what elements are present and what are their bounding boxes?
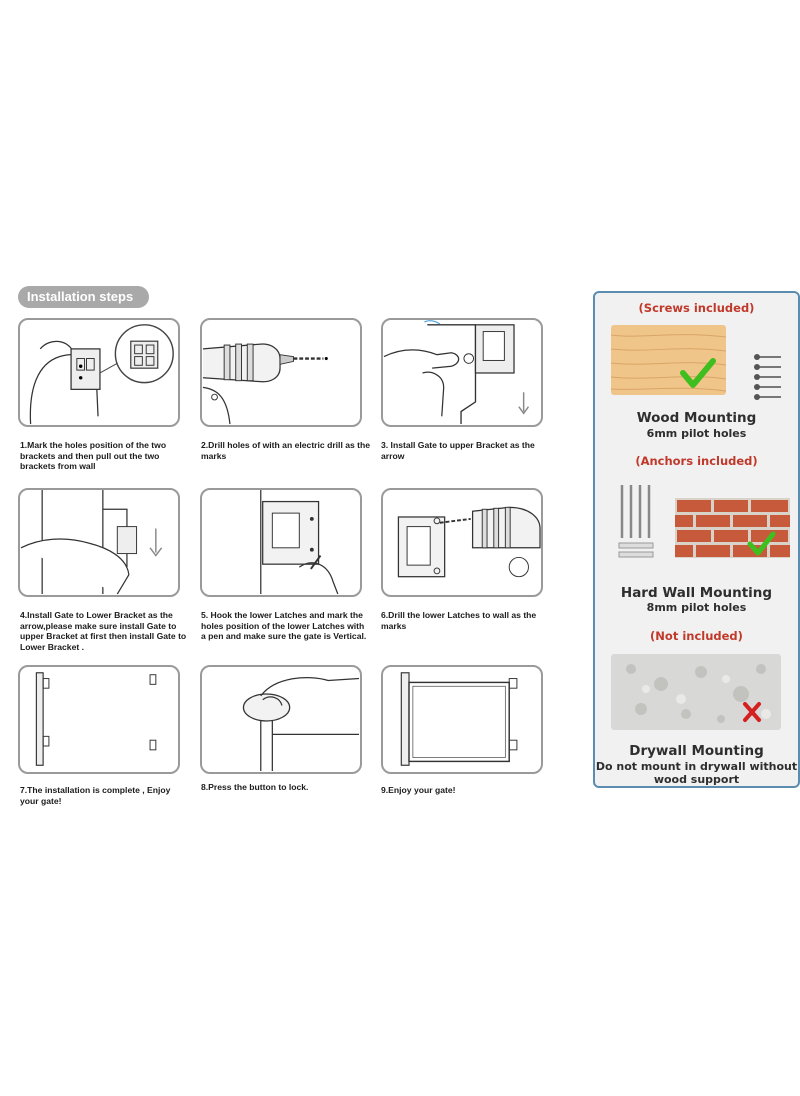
upper-bracket-icon (383, 320, 530, 425)
drywall-image (611, 654, 781, 730)
step-7-illustration (18, 665, 180, 774)
wood-panel-image (611, 325, 726, 395)
step-4-illustration (18, 488, 180, 597)
mark-holes-icon (29, 324, 174, 425)
screws-icon (754, 354, 781, 400)
brick-wall-image (675, 498, 790, 558)
mounting-options-panel: (Screws included) Wood Mounting 6mm pilo… (593, 291, 800, 788)
step-9-text: 9.Enjoy your gate! (381, 785, 456, 795)
anchors-icon (618, 485, 654, 558)
drill-latch-icon (397, 506, 541, 578)
hook-latch-icon (260, 490, 339, 595)
hard-wall-mounting-sub: 8mm pilot holes (646, 601, 747, 614)
lower-bracket-icon (20, 490, 163, 595)
step-1-text: 1.Mark the holes position of the two bra… (20, 440, 167, 471)
drywall-mounting-sub: Do not mount in drywall without wood sup… (595, 760, 798, 786)
gate-extended-icon (400, 672, 518, 766)
lock-button-icon (242, 677, 360, 772)
step-6-text: 6.Drill the lower Latches to wall as the… (381, 610, 537, 631)
hard-wall-mounting-title: Hard Wall Mounting (620, 585, 773, 601)
step-8-text: 8.Press the button to lock. (201, 782, 309, 792)
step-9-illustration (381, 665, 543, 774)
drill-icon (202, 343, 328, 425)
step-1-illustration (18, 318, 180, 427)
installed-gate-icon (35, 672, 157, 766)
anchors-included-note: (Anchors included) (635, 454, 758, 468)
installation-steps-badge: Installation steps (18, 286, 149, 308)
step-2-illustration (200, 318, 362, 427)
not-included-note: (Not included) (650, 629, 743, 643)
step-5-illustration (200, 488, 362, 597)
step-5-text: 5. Hook the lower Latches and mark the h… (201, 610, 367, 641)
check-icon (747, 531, 776, 556)
step-4-text: 4.Install Gate to Lower Bracket as the a… (20, 610, 187, 652)
step-2-text: 2.Drill holes of with an electric drill … (201, 440, 371, 461)
wood-mounting-sub: 6mm pilot holes (646, 427, 747, 440)
step-3-text: 3. Install Gate to upper Bracket as the … (381, 440, 535, 461)
step-6-illustration (381, 488, 543, 597)
drywall-mounting-title: Drywall Mounting (629, 743, 764, 759)
screws-included-note: (Screws included) (638, 301, 755, 315)
step-3-illustration (381, 318, 543, 427)
check-icon (680, 358, 716, 388)
wood-mounting-title: Wood Mounting (636, 410, 757, 426)
cross-icon (743, 702, 761, 722)
step-7-text: 7.The installation is complete , Enjoy y… (20, 785, 171, 806)
step-8-illustration (200, 665, 362, 774)
